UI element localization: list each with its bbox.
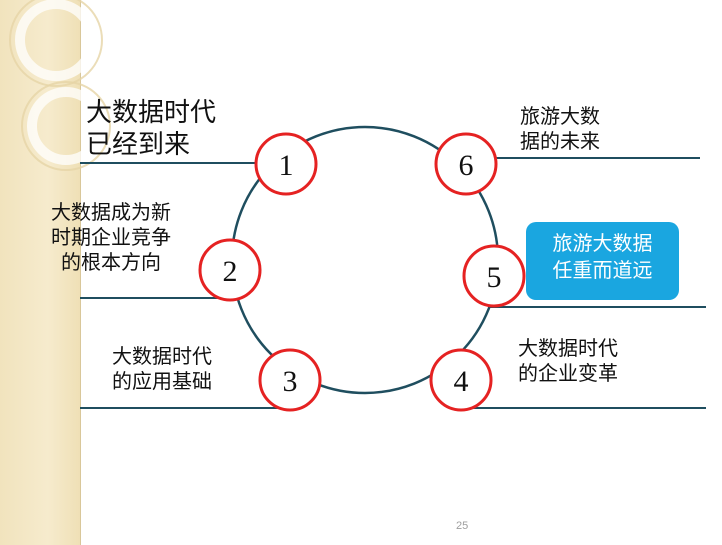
node-number: 1: [279, 149, 294, 182]
node-5: 5: [462, 244, 526, 308]
node-1-label: 大数据时代 已经到来: [86, 98, 216, 161]
node-6: 6: [434, 132, 498, 196]
node-4: 4: [429, 348, 493, 412]
node-number: 3: [283, 365, 298, 398]
decorative-rings: [9, 0, 111, 171]
node-2-label: 大数据成为新 时期企业竞争 的根本方向: [36, 200, 186, 275]
node-1: 1: [254, 132, 318, 196]
label-line: 据的未来: [520, 129, 600, 153]
node-circle: [254, 132, 318, 196]
label-line: 旅游大数: [520, 104, 600, 128]
node-circle: [258, 348, 322, 412]
node-number: 2: [223, 255, 238, 288]
node-3: 3: [258, 348, 322, 412]
node-circle: [462, 244, 526, 308]
node-circle: [198, 238, 262, 302]
node-6-label: 旅游大数 据的未来: [520, 104, 600, 154]
label-line: 的根本方向: [61, 250, 161, 274]
label-line: 已经到来: [86, 129, 191, 160]
node-number: 5: [487, 261, 502, 294]
node-3-label: 大数据时代 的应用基础: [98, 344, 226, 394]
node-5-callout: 旅游大数据 任重而道远: [526, 222, 679, 300]
node-2: 2: [198, 238, 262, 302]
label-line: 大数据成为新: [51, 200, 171, 224]
label-line: 的应用基础: [112, 369, 212, 393]
leader-lines: [80, 157, 706, 409]
label-line: 的企业变革: [518, 361, 618, 385]
node-circle: [434, 132, 498, 196]
callout-line: 任重而道远: [552, 258, 653, 282]
node-number: 4: [454, 365, 469, 398]
page-number: 25: [456, 520, 469, 532]
callout-line: 旅游大数据: [552, 231, 653, 255]
label-line: 大数据时代: [112, 344, 212, 368]
node-circle: [429, 348, 493, 412]
node-4-label: 大数据时代 的企业变革: [518, 336, 618, 386]
label-line: 大数据时代: [518, 336, 618, 360]
node-number: 6: [459, 149, 474, 182]
label-line: 时期企业竞争: [51, 225, 171, 249]
label-line: 大数据时代: [86, 98, 217, 128]
